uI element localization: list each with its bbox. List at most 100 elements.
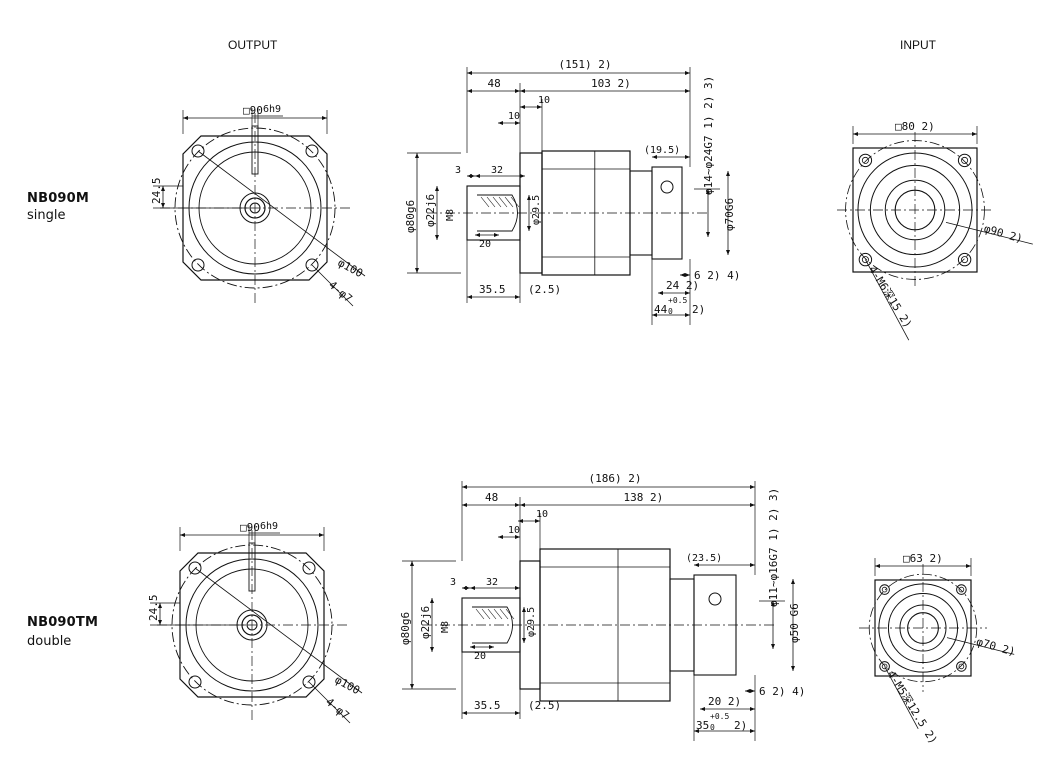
tol-lower-text: 0 <box>710 723 715 732</box>
hatch-line <box>486 196 496 208</box>
dim-48-text: 48 <box>485 491 498 504</box>
dimension-arrow <box>685 89 690 93</box>
dimension-arrow <box>875 564 880 568</box>
side-dim-text: 24.5 <box>147 595 160 622</box>
input-mount-hole <box>956 661 967 672</box>
dim-44-note-text: 2) <box>692 303 705 316</box>
input-mount-hole-inner <box>958 663 965 670</box>
output-header: OUTPUT <box>228 38 278 52</box>
dimension-arrow <box>522 607 526 612</box>
mounting-hole <box>305 258 319 272</box>
mounting-hole <box>188 675 202 689</box>
dim-44-note-text: 2) <box>734 719 747 732</box>
dimension-arrow <box>322 116 327 120</box>
keyway-dim-text: 6h9 <box>263 104 281 115</box>
dimension-arrow <box>527 195 531 200</box>
dia-29-text: φ29.5 <box>531 195 542 225</box>
holes-dim-text: 4-φ7 <box>323 695 352 722</box>
dimension-arrow <box>518 519 523 523</box>
dimension-arrow <box>750 707 755 711</box>
dimension-arrow <box>527 226 531 231</box>
leader-line <box>945 222 1033 245</box>
dimension-arrow <box>183 116 188 120</box>
dim-10b-text: 10 <box>508 111 520 122</box>
type-label-row1: single <box>27 208 66 223</box>
input-mount-hole-inner <box>881 663 888 670</box>
dimension-arrow <box>161 203 165 208</box>
dimension-arrow <box>415 268 419 273</box>
input-mount-hole-inner <box>961 256 969 264</box>
hatch-line <box>481 608 491 620</box>
pilot-dim-text: φ70G6 <box>723 198 736 231</box>
dimension-arrow <box>658 291 663 295</box>
bore-dim-text: φ14~φ24G7 1) 2) 3) <box>702 76 715 195</box>
dim-10a-text: 10 <box>536 509 548 520</box>
dimension-arrow <box>462 711 467 715</box>
dimension-arrow <box>515 535 520 539</box>
dimension-arrow <box>685 273 690 277</box>
input-square-text: □63 2) <box>903 552 943 565</box>
input-mount-hole-inner <box>958 586 965 593</box>
dim-10a-text: 10 <box>538 95 550 106</box>
dimension-arrow <box>467 71 472 75</box>
m8-text: M8 <box>440 621 451 633</box>
type-label-row2: double <box>27 634 72 649</box>
hatch-line <box>499 608 509 620</box>
input-pcd-text: φ70 2) <box>975 635 1017 658</box>
dim-in-text: (19.5) <box>644 145 680 156</box>
dimension-arrow <box>430 647 434 652</box>
dia-29-text: φ29.5 <box>526 607 537 637</box>
dim-in-text: (23.5) <box>686 553 722 564</box>
leader-line <box>865 259 910 341</box>
dimension-arrow <box>535 519 540 523</box>
input-mount-hole <box>879 584 890 595</box>
dimension-arrow <box>537 105 542 109</box>
hatch-line <box>504 196 514 208</box>
overall-dim-text: (151) 2) <box>559 58 612 71</box>
dimension-arrow <box>750 729 755 733</box>
dimension-arrow <box>470 174 475 178</box>
input-mount-hole <box>858 252 873 267</box>
hatch-line <box>492 196 502 208</box>
holes-dim-text: 4-φ7 <box>326 278 355 305</box>
dimension-arrow <box>520 174 525 178</box>
dimension-arrow <box>706 232 710 237</box>
mounting-hole <box>191 258 205 272</box>
hatch-line <box>475 608 485 620</box>
dimension-arrow <box>161 186 165 191</box>
overall-dim-text: (186) 2) <box>589 472 642 485</box>
dim-35-text: 35.5 <box>474 699 501 712</box>
dim-24-text: 24 2) <box>666 279 699 292</box>
m8-text: M8 <box>445 209 456 221</box>
shaft-dia-text: φ80g6 <box>404 200 417 233</box>
input-holes-text: 4-M6深15 2) <box>866 264 914 331</box>
hatch-line <box>493 608 503 620</box>
dimension-arrow <box>750 485 755 489</box>
dim-6-text: 6 2) 4) <box>694 269 740 282</box>
clamp-screw <box>708 592 722 606</box>
mounting-hole <box>191 144 205 158</box>
dimension-arrow <box>853 132 858 136</box>
dimension-arrow <box>470 645 475 649</box>
mounting-hole <box>302 675 316 689</box>
leader-line <box>194 567 363 694</box>
dimension-arrow <box>489 645 494 649</box>
dimension-arrow <box>467 89 472 93</box>
dimension-arrow <box>467 295 472 299</box>
dimension-arrow <box>520 105 525 109</box>
clamp-screw <box>660 180 674 194</box>
dimension-arrow <box>498 121 503 125</box>
input-holes-text: 4-M5深12.5 2) <box>884 668 939 746</box>
input-square-text: □80 2) <box>895 120 935 133</box>
dimension-arrow <box>726 250 730 255</box>
square-dim-text: □90 <box>240 521 260 534</box>
model-label-row2: NB090TM <box>27 615 99 630</box>
dimension-arrow <box>522 638 526 643</box>
dimension-arrow <box>750 563 755 567</box>
input-mount-hole <box>957 252 972 267</box>
dia-22-text: φ22j6 <box>424 194 437 227</box>
dimension-arrow <box>972 132 977 136</box>
dimension-arrow <box>745 689 750 693</box>
keyway-dim-text: 6h9 <box>260 521 278 532</box>
